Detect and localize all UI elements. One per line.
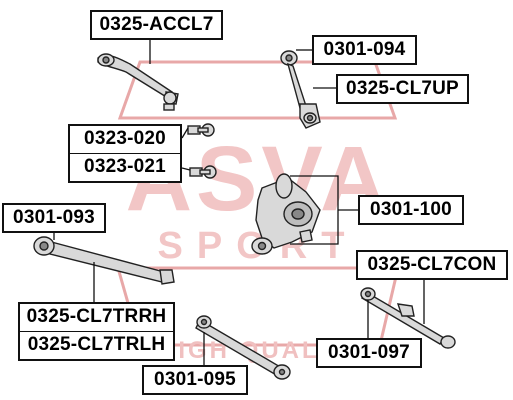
part-label-0325-accl7: 0325-ACCL7 xyxy=(90,10,223,40)
part-0325-accl7-drawing xyxy=(97,53,179,111)
part-label-0301-100: 0301-100 xyxy=(358,195,464,225)
part-label-0325-cl7trlh: 0325-CL7TRLH xyxy=(18,331,175,361)
part-0301-095-drawing xyxy=(195,315,291,380)
part-0323-020-drawing xyxy=(187,123,215,137)
leader-0301-100 xyxy=(290,175,358,245)
part-label-0301-093: 0301-093 xyxy=(2,203,106,233)
part-0323-021-drawing xyxy=(189,165,217,179)
leader-0323-020 xyxy=(181,127,189,139)
part-label-0301-097: 0301-097 xyxy=(316,338,422,368)
watermark-tagline: SPORT xyxy=(158,225,359,267)
part-0301-094-drawing xyxy=(280,50,321,129)
leader-0323-021 xyxy=(181,167,191,171)
part-label-0301-094: 0301-094 xyxy=(312,35,417,65)
part-label-0323-021: 0323-021 xyxy=(68,153,182,183)
part-0325-cl7con-drawing xyxy=(360,287,456,349)
part-label-0325-cl7trrh: 0325-CL7TRRH xyxy=(18,302,175,332)
part-0301-093-drawing xyxy=(33,236,175,285)
part-label-0323-020: 0323-020 xyxy=(68,124,182,154)
part-0301-100-drawing xyxy=(251,173,321,255)
part-label-0301-095: 0301-095 xyxy=(142,365,248,395)
part-label-0325-cl7con: 0325-CL7CON xyxy=(356,250,508,280)
part-label-0325-cl7up: 0325-CL7UP xyxy=(336,74,469,104)
